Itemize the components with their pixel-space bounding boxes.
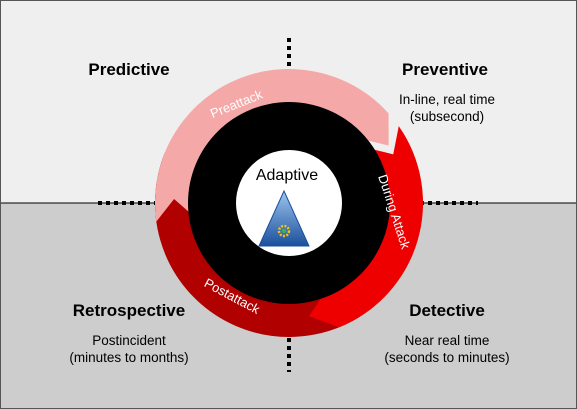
retrospective-title: Retrospective [73, 301, 185, 320]
preventive-line1: In-line, real time [399, 92, 495, 107]
detective-line1: Near real time [405, 333, 490, 348]
retrospective-line2: (minutes to months) [69, 350, 188, 365]
preattack-arc [155, 68, 389, 222]
detective-title: Detective [409, 301, 485, 320]
adaptive-label: Adaptive [256, 167, 318, 184]
gear-icon [277, 224, 291, 238]
preventive-title: Preventive [402, 60, 488, 79]
retrospective-line1: Postincident [92, 333, 166, 348]
gear-icon-center [281, 228, 287, 234]
preventive-line2: (subsecond) [410, 109, 484, 124]
detective-line2: (seconds to minutes) [384, 350, 509, 365]
postattack-arc [154, 138, 376, 337]
predictive-title: Predictive [88, 60, 169, 79]
during-attack-arc [308, 126, 424, 328]
adaptive-triangle-icon [258, 189, 310, 247]
